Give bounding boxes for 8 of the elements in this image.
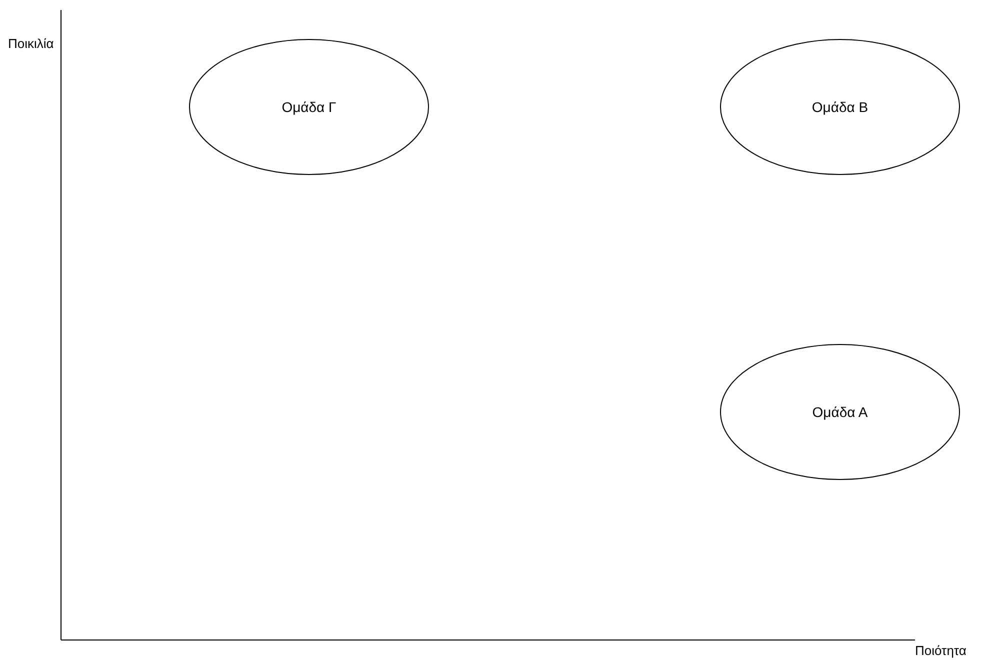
axis-title: Ποιότητα: [915, 643, 966, 658]
axis-title: Ποικιλία: [8, 36, 54, 51]
group-ellipse: [720, 344, 960, 480]
group-name: Ομάδα Α: [811, 404, 869, 420]
group-name: Ομάδα Β: [810, 99, 870, 115]
group-ellipse: [720, 39, 960, 175]
group-name: Ομάδα Γ: [280, 99, 338, 115]
group-ellipse: [189, 39, 429, 175]
